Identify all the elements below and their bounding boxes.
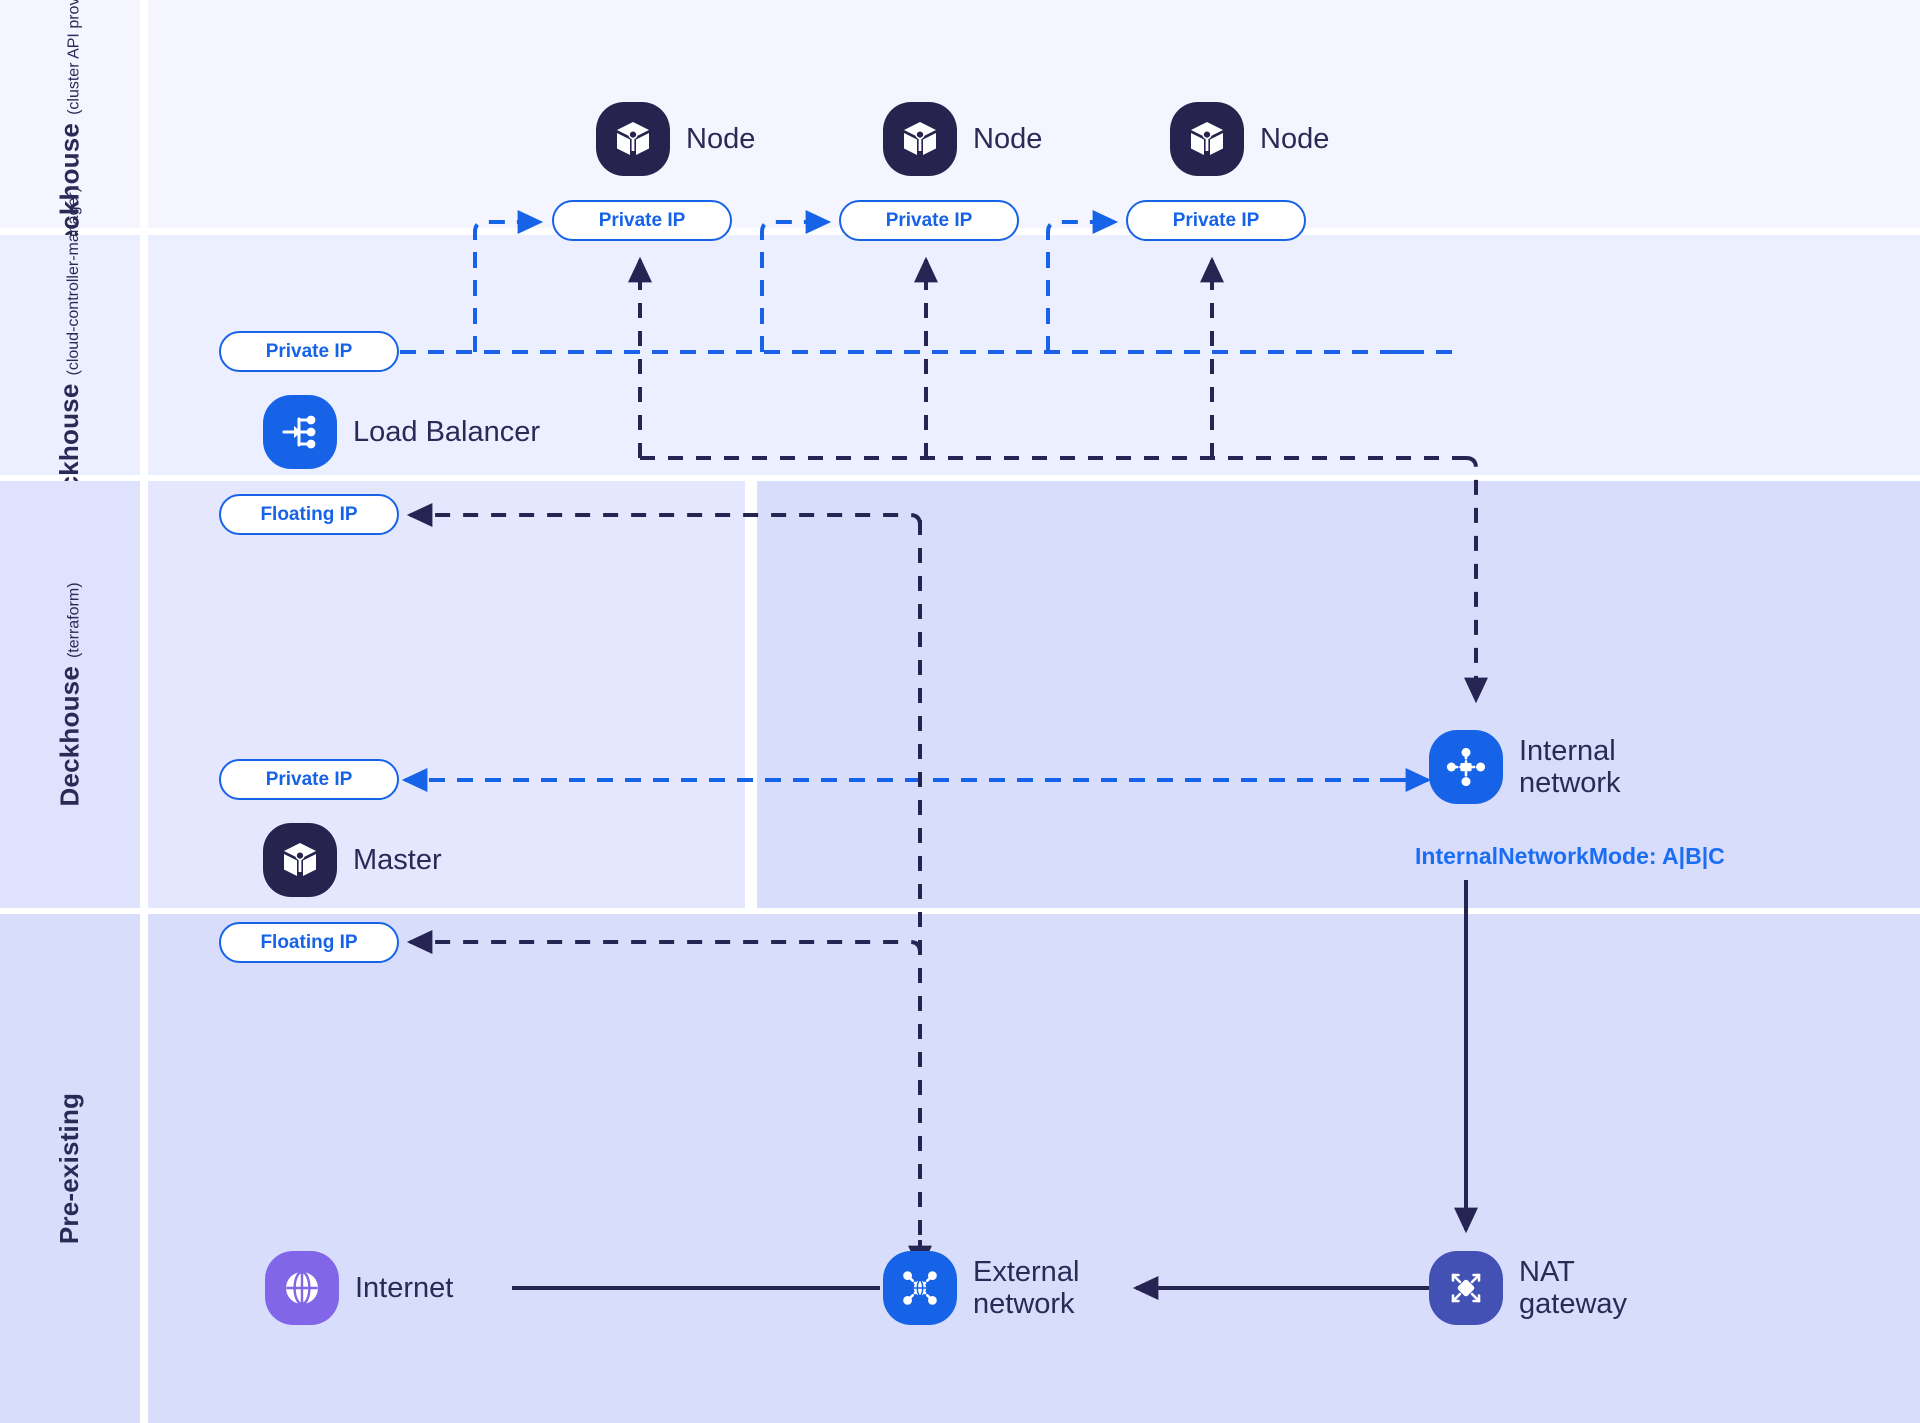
- load-balancer-icon: [263, 395, 337, 469]
- node-group-nat-gateway[interactable]: NAT gateway: [1429, 1251, 1627, 1325]
- cube-node-icon: [1170, 102, 1244, 176]
- lane-body-cloud-controller-manager: [148, 235, 1920, 475]
- nat-gateway-icon: [1429, 1251, 1503, 1325]
- node-group-external-network[interactable]: External network: [883, 1251, 1079, 1325]
- node-group-node2[interactable]: Node: [883, 102, 1042, 176]
- node-group-node3[interactable]: Node: [1170, 102, 1329, 176]
- pill-master-floating-ip[interactable]: Floating IP: [219, 922, 399, 963]
- node-label: Node: [973, 122, 1043, 155]
- node-label: Load Balancer: [353, 415, 541, 448]
- lane-label-cloud-controller-manager: Deckhouse (cloud-controller-manager): [0, 186, 140, 524]
- pill-node2-private-ip[interactable]: Private IP: [839, 200, 1019, 241]
- node-label: External network: [973, 1255, 1080, 1320]
- lane-sublabel: (terraform): [65, 582, 83, 659]
- lane-body-cluster-api-provider: [148, 0, 1920, 228]
- internal-network-mode-label: InternalNetworkMode: A|B|C: [1415, 843, 1725, 869]
- node-label: Internal network: [1519, 734, 1621, 799]
- cube-node-icon: [263, 823, 337, 897]
- node-group-load-balancer[interactable]: Load Balancer: [263, 395, 540, 469]
- pill-lb-private-ip[interactable]: Private IP: [219, 331, 399, 372]
- lane-name: Deckhouse: [54, 666, 85, 807]
- lane-label-pre-existing: Pre-existing: [0, 914, 140, 1423]
- node-group-master[interactable]: Master: [263, 823, 442, 897]
- node-group-node1[interactable]: Node: [596, 102, 755, 176]
- lane-body-pre-existing: [148, 914, 1920, 1423]
- node-label: Internet: [355, 1271, 454, 1304]
- lane-label-terraform: Deckhouse (terraform): [0, 481, 140, 908]
- pill-lb-floating-ip[interactable]: Floating IP: [219, 494, 399, 535]
- node-group-internal-network[interactable]: Internal network: [1429, 730, 1621, 804]
- node-label: Node: [686, 122, 756, 155]
- pill-node3-private-ip[interactable]: Private IP: [1126, 200, 1306, 241]
- lane-sublabel: (cluster API provider): [65, 0, 83, 115]
- lane-label-cluster-api-provider: Deckhouse (cluster API provider): [0, 0, 140, 263]
- lane-sublabel: (cloud-controller-manager): [65, 186, 83, 375]
- globe-icon: [265, 1251, 339, 1325]
- node-group-internet[interactable]: Internet: [265, 1251, 453, 1325]
- pill-master-private-ip[interactable]: Private IP: [219, 759, 399, 800]
- cube-node-icon: [596, 102, 670, 176]
- lane-body-terraform-right: [757, 481, 1920, 908]
- pill-node1-private-ip[interactable]: Private IP: [552, 200, 732, 241]
- lane-body-terraform-left: [148, 481, 745, 908]
- node-label: NAT gateway: [1519, 1255, 1628, 1320]
- node-label: Node: [1260, 122, 1330, 155]
- lane-name: Pre-existing: [54, 1092, 85, 1245]
- external-network-icon: [883, 1251, 957, 1325]
- node-label: Master: [353, 843, 442, 876]
- cube-node-icon: [883, 102, 957, 176]
- internal-network-icon: [1429, 730, 1503, 804]
